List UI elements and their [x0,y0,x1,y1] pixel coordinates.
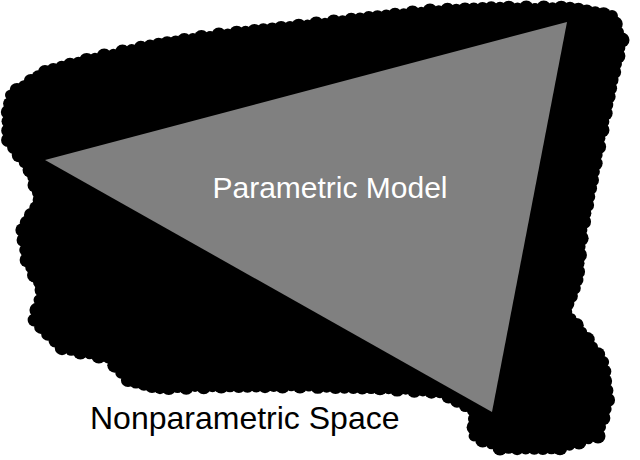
parametric-model: Parametric Model [45,22,567,412]
triangle-outline [45,22,567,412]
model-label: Parametric Model [212,173,447,203]
space-label: Nonparametric Space [87,400,402,436]
nonparametric-region [1,1,630,456]
parametric-triangle [45,22,567,412]
